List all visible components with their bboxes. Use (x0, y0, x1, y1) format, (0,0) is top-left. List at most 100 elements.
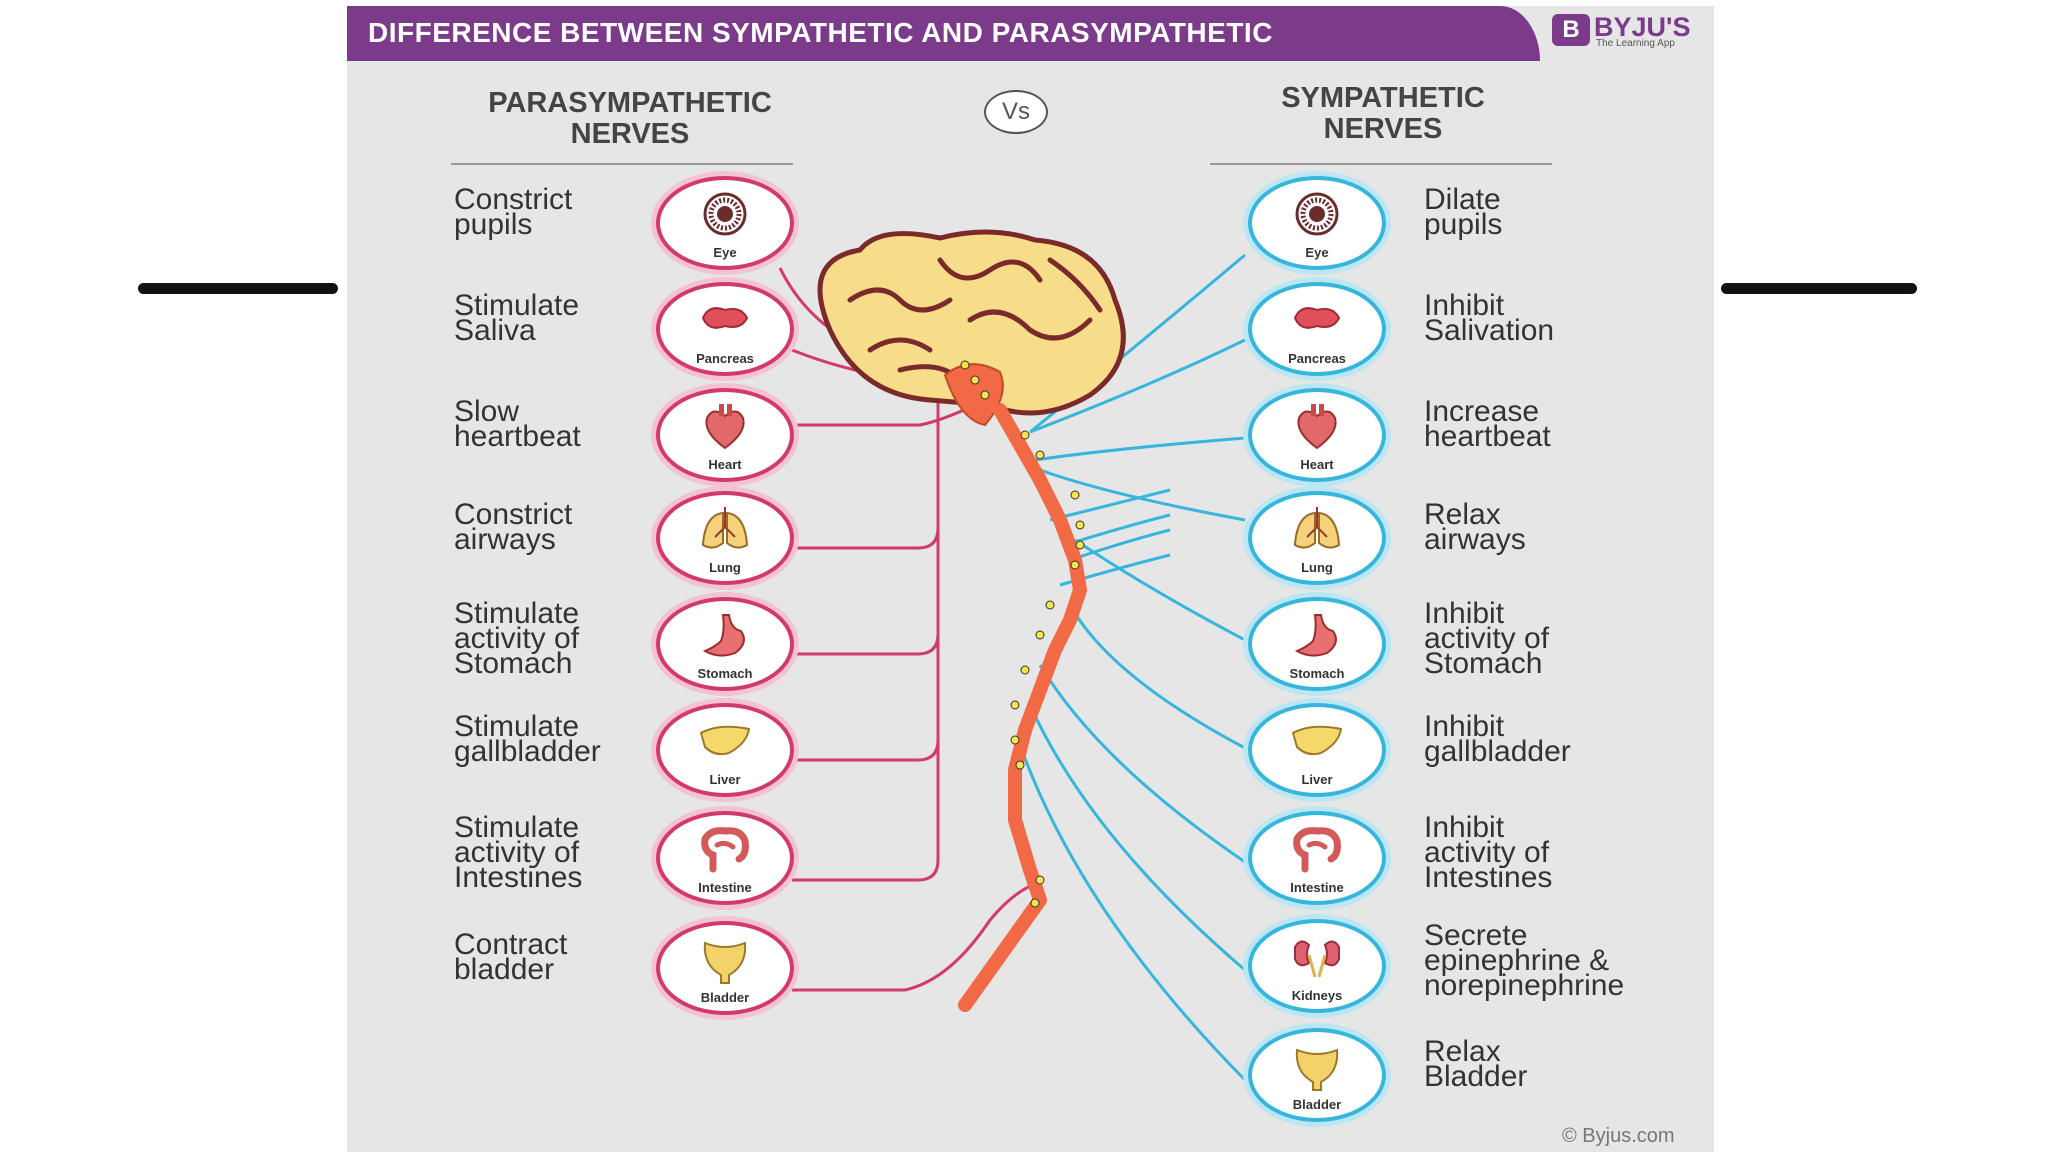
sympathetic-heading: SYMPATHETIC NERVES (1281, 82, 1485, 145)
organ-name: Bladder (700, 990, 750, 1005)
organ-name: Intestine (698, 880, 752, 895)
nerve-kidneys-symp (1028, 704, 1246, 972)
ganglion-dot (1035, 630, 1045, 640)
parasympathetic-heading: PARASYMPATHETIC NERVES (488, 87, 772, 150)
symp-effect-label: Secrete epinephrine & norepinephrine (1424, 919, 1625, 1002)
organ-name: Pancreas (1288, 351, 1346, 366)
para-organ-intestine: Intestine (656, 811, 794, 905)
stomach-icon (702, 614, 745, 657)
brain-fold (937, 257, 1043, 283)
left-black-stroke (138, 283, 338, 294)
para-effect-label: Constrict airways (454, 498, 573, 556)
symp-organ-lung: Lung (1248, 491, 1386, 585)
ganglion-dot (1035, 875, 1045, 885)
lung-icon (1293, 507, 1341, 549)
para-effect-label: Stimulate activity of Intestines (454, 811, 583, 894)
pancreas-icon (1293, 307, 1341, 329)
ganglion-dot (1075, 540, 1085, 550)
vs-badge: Vs (984, 90, 1048, 134)
symp-effect-label: Inhibit Salivation (1424, 289, 1555, 347)
symp-effect-label: Relax airways (1424, 498, 1526, 556)
brain (817, 229, 1126, 427)
symp-organ-liver: Liver (1248, 703, 1386, 797)
nerve-lung-symp (1039, 468, 1246, 522)
brain-fold (867, 337, 933, 353)
para-organ-bladder: Bladder (656, 921, 794, 1015)
ganglion-dot (1070, 560, 1080, 570)
para-effect-label: Stimulate Saliva (454, 289, 580, 347)
heart-icon (705, 404, 745, 450)
organ-name: Lung (1301, 560, 1333, 575)
symp-organ-pancreas: Pancreas (1248, 282, 1386, 376)
para-organ-pancreas: Pancreas (656, 282, 794, 376)
lung-icon (701, 507, 749, 549)
infographic-panel (347, 6, 1714, 1152)
symp-organ-eye: Eye (1248, 176, 1386, 270)
ganglion-dot (1015, 760, 1025, 770)
bladder-icon (1295, 1048, 1339, 1091)
nerve-bladder-para (792, 880, 1041, 992)
liver-icon (1291, 725, 1343, 756)
symp-organ-kidneys: Kidneys (1248, 919, 1386, 1013)
ganglion-dot (1075, 520, 1085, 530)
ganglion-dot (980, 390, 990, 400)
symp-organ-bladder: Bladder (1248, 1028, 1386, 1122)
organ-name: Heart (708, 457, 742, 472)
intestine-icon (1293, 827, 1341, 873)
eye-icon (1295, 192, 1339, 236)
symp-effect-label: Inhibit activity of Stomach (1424, 597, 1550, 680)
para-organ-lung: Lung (656, 491, 794, 585)
organ-name: Liver (1301, 772, 1333, 787)
heart-icon (1297, 404, 1337, 450)
para-organ-eye: Eye (656, 176, 794, 270)
nerve-branch-para (792, 527, 940, 550)
ganglion-dot (1035, 450, 1045, 460)
kidneys-icon (1294, 940, 1340, 978)
organ-name: Heart (1300, 457, 1334, 472)
liver-icon (699, 725, 751, 756)
vagus-trunk-para (792, 400, 940, 882)
logo-tagline: The Learning App (1596, 38, 1675, 49)
brain-fold (1047, 257, 1103, 313)
symp-effect-label: Relax Bladder (1424, 1035, 1528, 1093)
organ-name: Eye (713, 245, 737, 260)
symp-effect-label: Dilate pupils (1424, 183, 1503, 241)
bladder-icon (703, 941, 747, 984)
ganglion-dot (1020, 665, 1030, 675)
nerve-plexus-symp (1064, 513, 1171, 547)
byjus-logo-icon: B (1552, 14, 1590, 46)
symp-organ-heart: Heart (1248, 388, 1386, 482)
symp-organ-intestine: Intestine (1248, 811, 1386, 905)
left-heading-rule (451, 163, 793, 165)
nerve-branch-para (792, 739, 940, 762)
ganglion-dot (1010, 700, 1020, 710)
organ-name: Stomach (1289, 666, 1345, 681)
organ-name: Stomach (697, 666, 753, 681)
page-title: DIFFERENCE BETWEEN SYMPATHETIC AND PARAS… (368, 17, 1273, 48)
spinal-cord (958, 403, 1087, 1012)
organ-name: Liver (709, 772, 741, 787)
ganglion-dot (1070, 490, 1080, 500)
ganglion-dot (1020, 430, 1030, 440)
para-effect-label: Slow heartbeat (454, 395, 581, 453)
nerve-plexus-symp (1049, 488, 1171, 522)
symp-organ-stomach: Stomach (1248, 597, 1386, 691)
ganglion-dot (1045, 600, 1055, 610)
eye-icon (703, 192, 747, 236)
logo-name: BYJU'S (1594, 12, 1691, 42)
para-organ-heart: Heart (656, 388, 794, 482)
ganglion-dot (960, 360, 970, 370)
organ-name: Kidneys (1291, 988, 1343, 1003)
ganglion-dot (1030, 898, 1040, 908)
brain-fold (967, 309, 1093, 341)
organ-name: Intestine (1290, 880, 1344, 895)
right-black-stroke (1721, 283, 1917, 294)
organ-name: Pancreas (696, 351, 754, 366)
title-bar (347, 6, 1540, 61)
brain-stem (943, 363, 1004, 427)
stomach-icon (1294, 614, 1337, 657)
para-organ-liver: Liver (656, 703, 794, 797)
nerve-bladder-symp (1018, 744, 1247, 1082)
pancreas-icon (701, 307, 749, 329)
